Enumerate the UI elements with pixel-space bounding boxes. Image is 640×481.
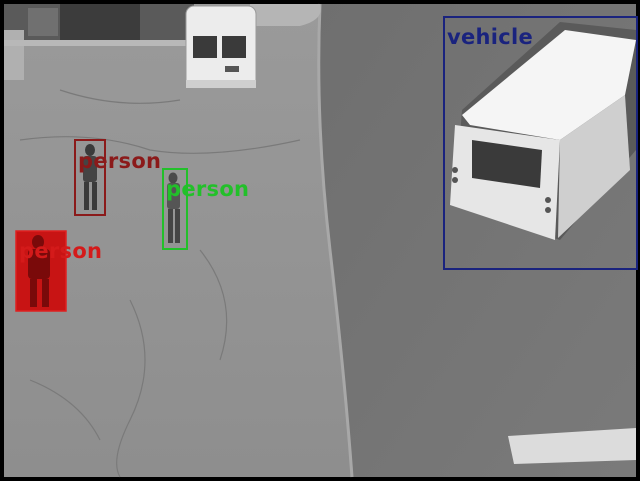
corner-curb: [250, 4, 321, 26]
post: [4, 30, 24, 80]
shuttle-bus: [450, 22, 636, 240]
crosswalk-stripe: [508, 428, 636, 464]
vehicle-bounding-box: [443, 16, 638, 270]
vehicle-label: vehicle: [447, 25, 534, 49]
curb-line: [317, 3, 354, 478]
doorway: [60, 4, 140, 40]
person-bounding-box-green: [162, 168, 188, 250]
person-label-red: person: [19, 239, 103, 263]
parked-van: [185, 5, 257, 89]
person-label-green: person: [166, 177, 250, 201]
person-bounding-box-dark-red: [74, 139, 106, 216]
pedestrian-2: [167, 172, 180, 243]
pedestrian-3: [28, 235, 50, 307]
person-label-dark-red: person: [78, 149, 162, 173]
wall-panel: [28, 8, 58, 36]
sidewalk-edge: [4, 40, 194, 46]
pedestrian-1: [83, 144, 97, 210]
pavement-cracks: [19, 89, 301, 478]
